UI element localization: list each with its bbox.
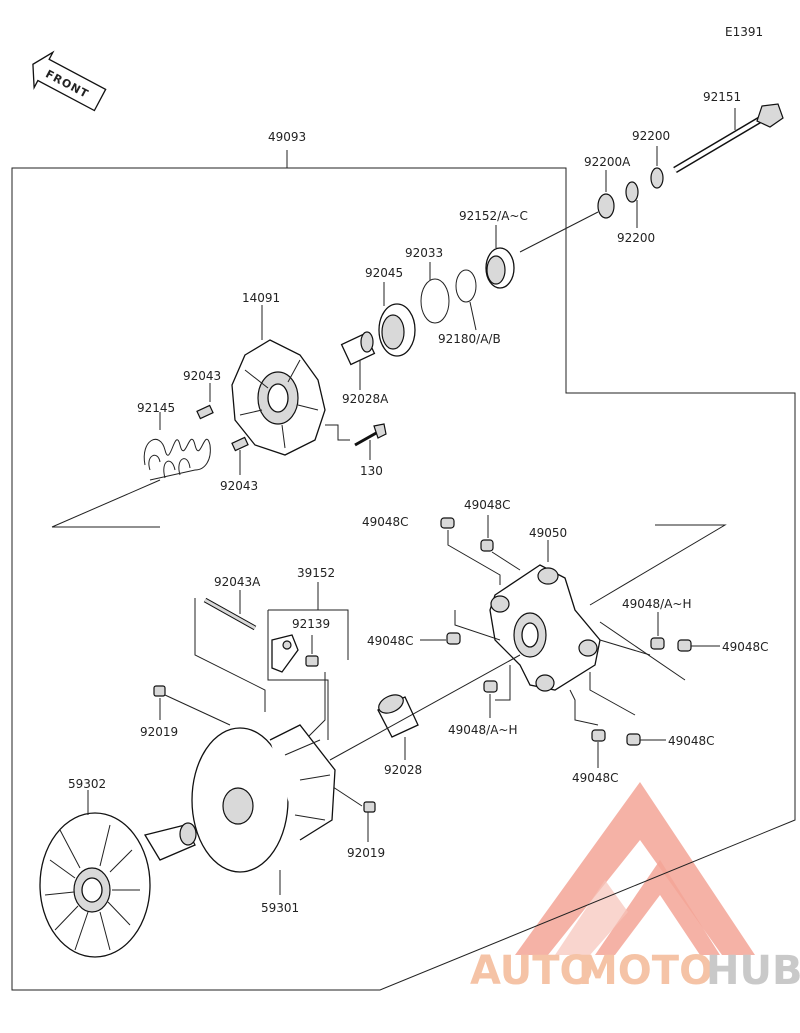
label-49048C-3: 49048C bbox=[722, 640, 769, 654]
diagram-code: E1391 bbox=[725, 25, 763, 39]
label-39152: 39152 bbox=[297, 566, 335, 580]
label-49048AH-2: 49048/A~H bbox=[448, 723, 518, 737]
label-59301: 59301 bbox=[261, 901, 299, 915]
label-49048C-2: 49048C bbox=[464, 498, 511, 512]
bushing-92028A bbox=[340, 331, 376, 366]
label-49048C-4: 49048C bbox=[367, 634, 414, 648]
spider-49050 bbox=[489, 564, 601, 692]
wordmark-auto: AUTO bbox=[470, 948, 594, 994]
nut-49048C-3 bbox=[677, 639, 692, 652]
bolt-92151 bbox=[673, 103, 784, 174]
bushing-92028 bbox=[377, 694, 419, 738]
roller-92139 bbox=[305, 655, 319, 667]
label-92043A: 92043A bbox=[214, 575, 261, 589]
label-92019-right: 92019 bbox=[347, 846, 385, 860]
nut-49048C-2 bbox=[480, 539, 494, 552]
snap-ring-92033 bbox=[420, 278, 450, 324]
circlip-92180 bbox=[455, 269, 477, 303]
fixed-sheave-59302 bbox=[39, 812, 197, 958]
label-49048AH-1: 49048/A~H bbox=[622, 597, 692, 611]
label-92019-left: 92019 bbox=[140, 725, 178, 739]
label-92043-top: 92043 bbox=[183, 369, 221, 383]
bearing-92045 bbox=[378, 303, 416, 357]
pin-92043A bbox=[203, 597, 257, 631]
pin-92043-bottom bbox=[231, 436, 249, 452]
front-direction-arrow-icon: FRONT bbox=[32, 50, 107, 112]
nut-92019-left bbox=[153, 685, 166, 697]
label-130: 130 bbox=[360, 464, 383, 478]
label-49048C-1: 49048C bbox=[362, 515, 409, 529]
label-92139: 92139 bbox=[292, 617, 330, 631]
nut-49048AH-2 bbox=[483, 680, 498, 693]
label-92200-bottom: 92200 bbox=[617, 231, 655, 245]
label-49048C-6: 49048C bbox=[668, 734, 715, 748]
label-49093: 49093 bbox=[268, 130, 306, 144]
nut-49048C-5 bbox=[591, 729, 606, 742]
label-49048C-5: 49048C bbox=[572, 771, 619, 785]
label-92033: 92033 bbox=[405, 246, 443, 260]
seal-92152 bbox=[485, 247, 515, 289]
label-92043-bottom: 92043 bbox=[220, 479, 258, 493]
nut-49048C-6 bbox=[626, 733, 641, 746]
movable-sheave-59301 bbox=[191, 724, 336, 873]
label-14091: 14091 bbox=[242, 291, 280, 305]
nut-49048C-1 bbox=[440, 517, 455, 529]
automotohub-wordmark: AUTO MOTO HUB bbox=[470, 948, 800, 994]
automotohub-logo-watermark bbox=[515, 782, 755, 955]
label-92028: 92028 bbox=[384, 763, 422, 777]
label-92180: 92180/A/B bbox=[438, 332, 501, 346]
label-92152: 92152/A~C bbox=[459, 209, 528, 223]
label-92151: 92151 bbox=[703, 90, 741, 104]
washer-92200-top bbox=[650, 167, 664, 189]
wordmark-hub: HUB bbox=[706, 948, 800, 994]
label-92200-top: 92200 bbox=[632, 129, 670, 143]
nut-49048C-4 bbox=[446, 632, 461, 645]
label-92028A: 92028A bbox=[342, 392, 389, 406]
nut-49048AH-1 bbox=[650, 637, 665, 650]
weight-arm-39152 bbox=[271, 634, 299, 673]
cover-14091 bbox=[231, 339, 326, 456]
spring-92145 bbox=[143, 438, 211, 481]
wordmark-moto: MOTO bbox=[578, 948, 713, 994]
collar-92200A bbox=[597, 193, 615, 219]
label-59302: 59302 bbox=[68, 777, 106, 791]
label-49050: 49050 bbox=[529, 526, 567, 540]
label-92200A: 92200A bbox=[584, 155, 631, 169]
screw-130 bbox=[354, 423, 387, 447]
pin-92043-top bbox=[196, 404, 214, 420]
nut-92019-right bbox=[363, 801, 376, 813]
label-92045: 92045 bbox=[365, 266, 403, 280]
label-92145: 92145 bbox=[137, 401, 175, 415]
assembly-frame bbox=[11, 167, 796, 991]
washer-92200-bottom bbox=[625, 181, 639, 203]
